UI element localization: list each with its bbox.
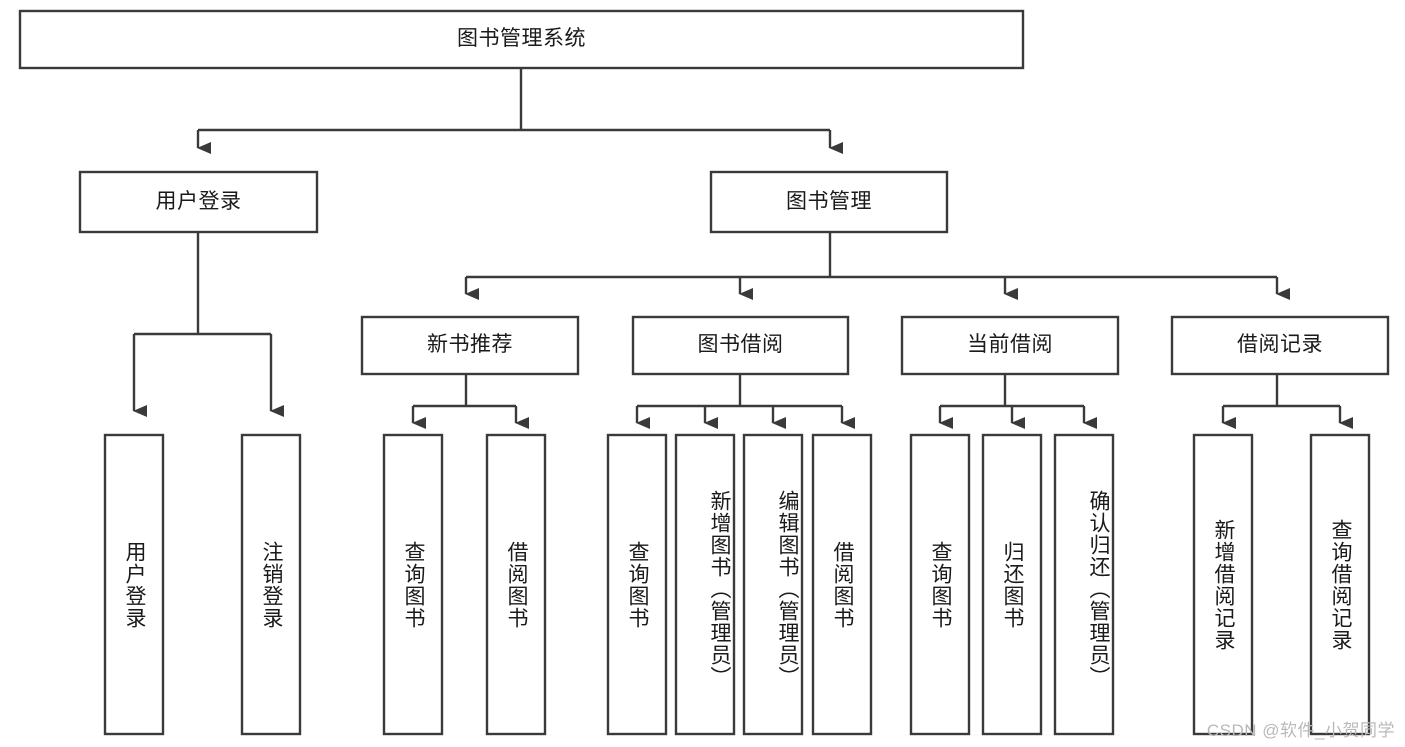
- box-book-borrow[interactable]: [631, 315, 850, 376]
- leaf-box-book-borrow-1[interactable]: [674, 433, 736, 736]
- leaf-box-book-borrow-2[interactable]: [742, 433, 804, 736]
- leaf-box-user-login-1[interactable]: [240, 433, 302, 736]
- leaf-box-book-borrow-3[interactable]: [811, 433, 873, 736]
- leaf-box-borrow-record-0[interactable]: [1192, 433, 1254, 736]
- watermark-text: CSDN @软件_小贺同学: [1206, 721, 1395, 740]
- leaf-box-new-book-1[interactable]: [485, 433, 547, 736]
- box-current-borrow[interactable]: [900, 315, 1120, 376]
- box-book-management[interactable]: [709, 170, 949, 234]
- leaf-box-new-book-0[interactable]: [382, 433, 444, 736]
- box-borrow-record[interactable]: [1170, 315, 1390, 376]
- leaf-box-book-borrow-0[interactable]: [606, 433, 668, 736]
- leaf-box-current-borrow-2[interactable]: [1053, 433, 1115, 736]
- box-new-book-recommend[interactable]: [360, 315, 580, 376]
- leaf-box-borrow-record-1[interactable]: [1309, 433, 1371, 736]
- leaf-box-current-borrow-1[interactable]: [981, 433, 1043, 736]
- leaf-box-current-borrow-0[interactable]: [909, 433, 971, 736]
- box-root[interactable]: [18, 9, 1025, 70]
- box-user-login[interactable]: [78, 170, 319, 234]
- leaf-box-user-login-0[interactable]: [103, 433, 165, 736]
